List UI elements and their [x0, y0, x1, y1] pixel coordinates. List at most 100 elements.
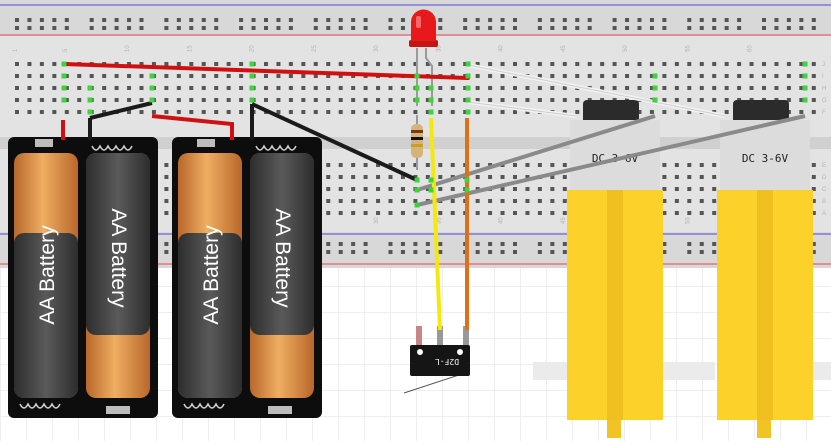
breadboard-hole [400, 175, 405, 179]
breadboard-hole [363, 86, 368, 90]
breadboard-hole [712, 98, 717, 102]
breadboard-hole [637, 26, 642, 30]
breadboard-hole [301, 98, 306, 102]
breadboard-hole [214, 98, 219, 102]
connected-hole-marker [249, 85, 255, 91]
breadboard-hole [338, 250, 343, 254]
breadboard-hole [475, 62, 480, 66]
breadboard-hole [400, 98, 405, 102]
breadboard-hole [799, 18, 804, 22]
breadboard-hole [164, 242, 169, 246]
breadboard-hole [276, 110, 281, 114]
breadboard-hole [15, 18, 19, 22]
breadboard-hole [276, 18, 281, 22]
breadboard-hole [288, 110, 293, 114]
connected-hole-marker [87, 97, 93, 103]
breadboard-hole [749, 86, 754, 90]
breadboard-hole [52, 26, 57, 30]
row-letter: A [822, 211, 826, 217]
breadboard-hole [176, 18, 181, 22]
breadboard-hole [500, 199, 505, 203]
breadboard-hole [463, 18, 468, 22]
breadboard-hole [475, 163, 480, 167]
breadboard-hole [39, 18, 44, 22]
breadboard-hole [27, 18, 32, 22]
breadboard-hole [587, 74, 592, 78]
breadboard-hole [400, 26, 405, 30]
breadboard-hole [27, 62, 32, 66]
battery-2a-terminal [197, 139, 215, 147]
breadboard-hole [774, 18, 779, 22]
breadboard-hole [649, 18, 654, 22]
breadboard-hole [27, 110, 32, 114]
breadboard-hole [687, 98, 692, 102]
breadboard-hole [749, 74, 754, 78]
breadboard-hole [413, 110, 418, 114]
breadboard-hole [513, 175, 517, 179]
breadboard-hole [351, 250, 356, 254]
black-wire-battery-1 [89, 101, 153, 120]
breadboard-hole [338, 98, 343, 102]
breadboard-hole [52, 18, 57, 22]
breadboard-hole [637, 110, 642, 114]
breadboard-hole [64, 26, 69, 30]
breadboard-hole [699, 211, 704, 215]
breadboard-hole [774, 26, 779, 30]
breadboard-hole [326, 98, 331, 102]
breadboard-hole [550, 175, 555, 179]
breadboard-hole [52, 86, 57, 90]
breadboard-hole [276, 74, 281, 78]
breadboard-hole [562, 74, 567, 78]
breadboard-hole [164, 86, 169, 90]
breadboard-hole [127, 110, 132, 114]
connected-hole-marker [87, 85, 93, 91]
breadboard-hole [500, 62, 505, 66]
breadboard-hole [488, 175, 493, 179]
connected-hole-marker [465, 73, 471, 79]
breadboard-hole [15, 74, 19, 78]
breadboard-hole [575, 98, 580, 102]
breadboard-hole [762, 26, 766, 30]
breadboard-hole [662, 199, 667, 203]
breadboard-hole [687, 175, 692, 179]
breadboard-hole [176, 62, 181, 66]
breadboard-hole [786, 74, 791, 78]
breadboard-hole [699, 62, 704, 66]
breadboard-hole [351, 211, 356, 215]
breadboard-hole [276, 98, 281, 102]
connected-hole-marker [465, 85, 471, 91]
connected-hole-marker [465, 97, 471, 103]
breadboard-hole [811, 110, 816, 114]
connected-hole-marker [428, 97, 434, 103]
breadboard-hole [388, 175, 393, 179]
breadboard-hole [637, 74, 642, 78]
breadboard-hole [338, 242, 343, 246]
breadboard-hole [239, 74, 244, 78]
breadboard-hole [425, 175, 430, 179]
breadboard-hole [525, 175, 530, 179]
breadboard-hole [388, 211, 393, 215]
breadboard-hole [811, 62, 816, 66]
breadboard-hole [388, 163, 393, 167]
breadboard-hole [438, 110, 443, 114]
breadboard-hole [687, 242, 692, 246]
breadboard-hole [488, 74, 493, 78]
breadboard-hole [525, 199, 530, 203]
breadboard-hole [313, 74, 318, 78]
breadboard-hole [699, 18, 704, 22]
breadboard-hole [649, 74, 654, 78]
breadboard-hole [637, 86, 642, 90]
breadboard-hole [513, 62, 517, 66]
breadboard-hole [363, 98, 368, 102]
connected-hole-marker [414, 187, 420, 193]
breadboard-hole [363, 211, 368, 215]
breadboard-hole [376, 110, 381, 114]
breadboard-hole [475, 98, 480, 102]
breadboard-hole [687, 86, 692, 90]
row-letter: F [822, 110, 826, 116]
breadboard-hole [438, 86, 443, 90]
breadboard-hole [450, 62, 455, 66]
connected-hole-marker [428, 177, 434, 183]
breadboard-hole [77, 110, 82, 114]
breadboard-hole [288, 98, 293, 102]
